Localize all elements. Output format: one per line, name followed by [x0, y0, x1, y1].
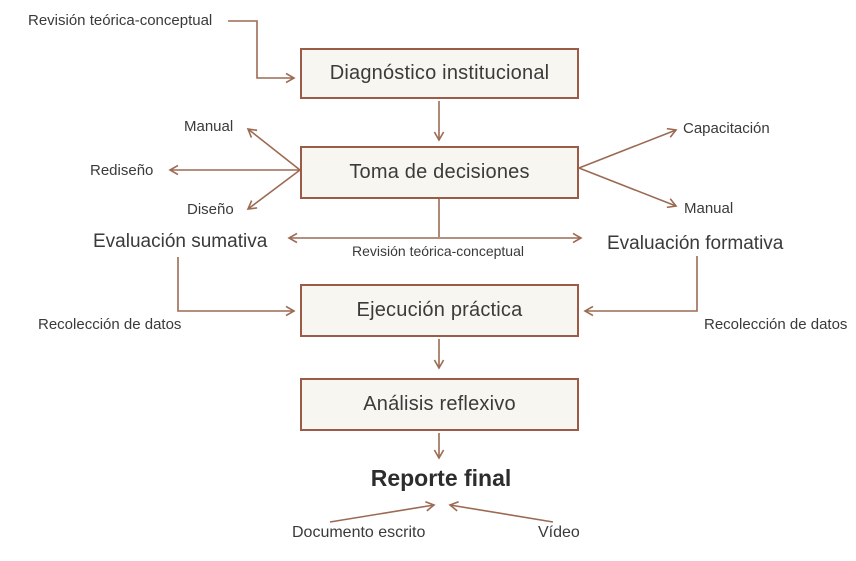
edge-documento-to-reporte [329, 501, 436, 523]
edge-toma-to-manual-left [246, 128, 301, 171]
node-ejecucion-practica: Ejecución práctica [300, 284, 579, 337]
label-manual-right: Manual [684, 200, 734, 217]
label-manual-left: Manual [184, 118, 234, 135]
edge-formativa-to-ejecucion [583, 256, 698, 317]
label-reporte-final: Reporte final [370, 465, 512, 491]
label-recoleccion-datos-left: Recolección de datos [38, 316, 182, 333]
edge-sumativa-to-ejecucion [177, 257, 296, 317]
label-evaluacion-sumativa: Evaluación sumativa [93, 231, 268, 252]
node-diagnostico-institucional: Diagnóstico institucional [300, 48, 579, 99]
edge-revision-to-diagnostico [228, 20, 296, 84]
node-analisis-reflexivo: Análisis reflexivo [300, 378, 579, 431]
label-documento-escrito: Documento escrito [292, 524, 426, 541]
label-recoleccion-datos-right: Recolección de datos [704, 316, 848, 333]
label-revision-teorica-mid: Revisión teórica-conceptual [346, 243, 530, 259]
edge-toma-to-diseno [246, 169, 301, 210]
label-diseno: Diseño [187, 201, 234, 218]
label-revision-teorica-top: Revisión teórica-conceptual [28, 12, 213, 29]
label-evaluacion-formativa: Evaluación formativa [607, 233, 784, 254]
edge-toma-to-manual-right [578, 167, 678, 209]
label-video: Vídeo [538, 524, 580, 541]
node-toma-de-decisiones: Toma de decisiones [300, 146, 579, 199]
edge-video-to-reporte [448, 501, 554, 523]
edge-toma-to-capacitacion [578, 127, 678, 169]
label-capacitacion: Capacitación [683, 120, 770, 137]
label-rediseno: Rediseño [90, 162, 154, 179]
